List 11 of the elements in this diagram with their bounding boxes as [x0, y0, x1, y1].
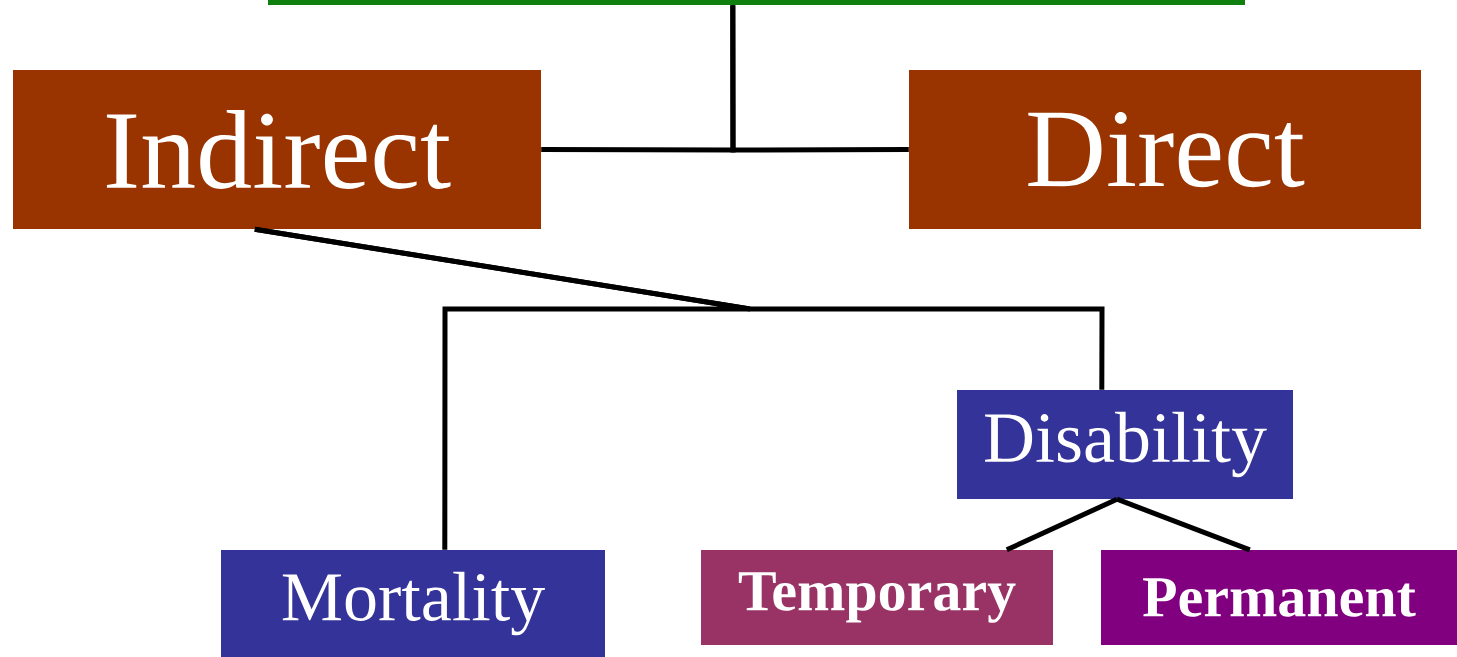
- category-box: Mortality: [221, 550, 605, 657]
- connector-line: [254, 226, 1105, 390]
- connector-line: [1116, 496, 1251, 553]
- bar: [268, 0, 1245, 5]
- category-box: Indirect: [13, 70, 541, 229]
- connector-line: [1005, 496, 1119, 553]
- category-box: Disability: [957, 390, 1293, 499]
- connector-line: [730, 5, 909, 153]
- category-box: Direct: [909, 70, 1421, 229]
- category-box: Temporary: [701, 550, 1053, 645]
- category-box: Permanent: [1101, 550, 1457, 645]
